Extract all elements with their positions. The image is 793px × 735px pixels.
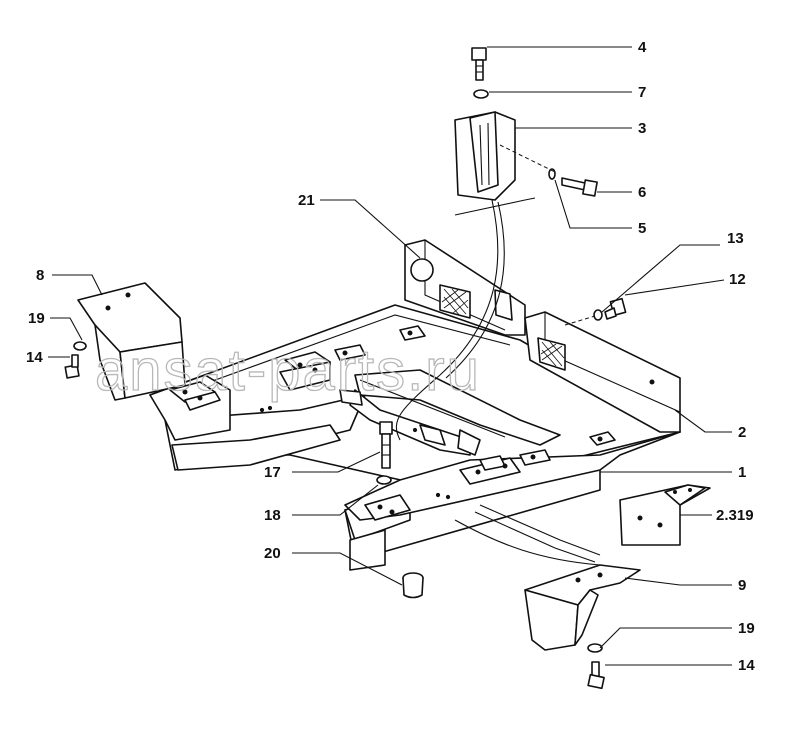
plug-20 (402, 572, 424, 599)
axis-line-12 (564, 315, 596, 326)
callout-21: 21 (298, 192, 315, 209)
bracket-2319 (619, 484, 711, 546)
callout-8: 8 (36, 267, 44, 284)
mudguard-8 (77, 282, 186, 401)
washer-13 (593, 309, 603, 321)
bolt-4 (471, 47, 487, 81)
callout-12: 12 (729, 271, 746, 288)
callout-1: 1 (738, 464, 746, 481)
bolt-6 (561, 177, 598, 197)
washer-19b (587, 643, 603, 653)
axis-line-6 (499, 144, 556, 173)
side-panel-21 (404, 239, 526, 336)
callout-13: 13 (727, 230, 744, 247)
washer-18 (376, 475, 392, 485)
bolt-12 (604, 297, 627, 320)
callout-14-lower: 14 (738, 657, 755, 674)
callout-20: 20 (264, 545, 281, 562)
callout-4: 4 (638, 39, 647, 56)
callout-7: 7 (638, 84, 646, 101)
callout-6: 6 (638, 184, 646, 201)
washer-7 (473, 89, 489, 99)
callout-18: 18 (264, 507, 281, 524)
callout-19-upper: 19 (28, 310, 45, 327)
callout-5: 5 (638, 220, 646, 237)
callout-3: 3 (638, 120, 646, 137)
side-panel-2 (524, 311, 681, 433)
cable (395, 199, 499, 441)
bolt-17 (379, 421, 393, 469)
cable-lower (454, 519, 601, 566)
leader-lines (48, 46, 732, 666)
callout-19-lower: 19 (738, 620, 755, 637)
bolt-14b (587, 661, 605, 690)
callout-2: 2 (738, 424, 746, 441)
callout-17: 17 (264, 464, 281, 481)
mudguard-9 (524, 564, 641, 651)
callout-2319: 2.319 (716, 507, 754, 524)
bolt-14a (64, 354, 80, 379)
callout-labels: 4 7 3 6 5 21 13 12 8 19 14 2 1 17 18 2.3… (26, 39, 755, 674)
washer-19a (73, 341, 87, 351)
cable-outer (445, 201, 505, 379)
callout-9: 9 (738, 577, 746, 594)
watermark: ansat-parts.ru (95, 338, 481, 403)
bracket-3 (454, 111, 536, 216)
callout-14-upper: 14 (26, 349, 43, 366)
